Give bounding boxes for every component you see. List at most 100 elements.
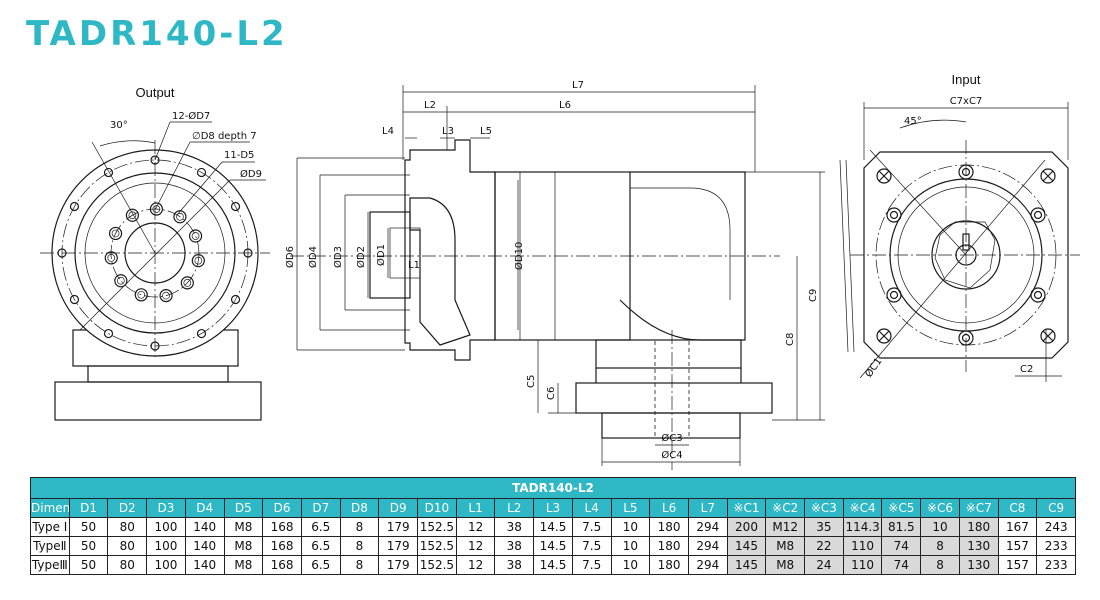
table-header-cell: ※C1 (726, 498, 767, 518)
table-header-cell: D1 (68, 498, 109, 518)
table-header-cell: C9 (1036, 498, 1076, 518)
table-cell: 152.5 (417, 536, 457, 556)
table-cell: 179 (378, 555, 419, 575)
table-cell: M8 (223, 555, 264, 575)
d9-label: ØD9 (240, 168, 262, 180)
bolt-hole (886, 287, 902, 303)
input-bolt-holes (886, 164, 1046, 346)
table-header-cell: D7 (300, 498, 341, 518)
row-type-label: TypeⅢ (30, 555, 70, 575)
output-threaded-holes (104, 202, 205, 303)
table-cell: 38 (494, 536, 535, 556)
spec-table: TADR140-L2 DimensionD1D2D3D4D5D6D7D8D9D1… (30, 477, 1076, 575)
table-cell: 10 (920, 517, 960, 537)
table-cell: 7.5 (571, 517, 612, 537)
table-cell: 100 (146, 536, 186, 556)
table-header-row: DimensionD1D2D3D4D5D6D7D8D9D10L1L2L3L4L5… (30, 498, 1076, 518)
bolt-hole (196, 167, 207, 178)
table-header-cell: D3 (146, 498, 186, 518)
bolt-hole (103, 328, 114, 339)
l1-label: L1 (408, 260, 420, 271)
table-header-cell: Dimension (30, 498, 70, 518)
corner-hole (1040, 168, 1056, 184)
table-cell: 80 (107, 517, 148, 537)
table-cell: 179 (378, 517, 419, 537)
table-header-cell: ※C3 (804, 498, 844, 518)
table-cell: M8 (765, 555, 806, 575)
table-header-cell: L4 (571, 498, 612, 518)
table-cell: 294 (687, 536, 728, 556)
table-cell: 12 (455, 555, 496, 575)
bolt-hole (886, 207, 902, 223)
input-square-flange (863, 151, 1069, 359)
table-cell: 168 (262, 536, 302, 556)
table-cell: 8 (339, 517, 380, 537)
table-cell: 110 (842, 555, 883, 575)
table-cell: 130 (958, 555, 999, 575)
row-type-label: Type Ⅰ (30, 517, 70, 537)
angle-45-label: 45° (904, 116, 922, 127)
table-cell: 6.5 (300, 536, 341, 556)
table-cell: 8 (920, 555, 960, 575)
table-header-cell: L2 (494, 498, 535, 518)
corner-hole (876, 168, 892, 184)
threaded-hole (134, 288, 148, 302)
threaded-hole (180, 276, 194, 290)
table-cell: 7.5 (571, 555, 612, 575)
c6-label: C6 (546, 387, 557, 400)
table-cell: 50 (68, 555, 109, 575)
table-header-cell: D4 (184, 498, 225, 518)
bolt-hole (230, 201, 241, 212)
table-cell: 8 (339, 536, 380, 556)
table-cell: M8 (223, 536, 264, 556)
table-cell: 6.5 (300, 517, 341, 537)
bolt-hole (958, 330, 974, 346)
threaded-hole (104, 251, 118, 265)
d7-label: 12-ØD7 (172, 110, 210, 122)
table-cell: 130 (958, 536, 999, 556)
table-cell: 38 (494, 517, 535, 537)
table-cell: 180 (649, 555, 689, 575)
d1-label: ØD1 (375, 244, 387, 266)
table-cell: 100 (146, 517, 186, 537)
table-header-cell: D9 (378, 498, 419, 518)
table-cell: M8 (765, 536, 806, 556)
table-cell: 200 (726, 517, 767, 537)
d5-label: 11-D5 (224, 150, 254, 161)
table-cell: 81.5 (881, 517, 922, 537)
table-cell: 80 (107, 536, 148, 556)
bolt-hole (196, 328, 207, 339)
table-cell: 157 (997, 536, 1038, 556)
table-header-cell: L1 (455, 498, 496, 518)
table-header-cell: L3 (533, 498, 573, 518)
table-cell: 100 (146, 555, 186, 575)
bolt-hole (230, 294, 241, 305)
l2-label: L2 (424, 100, 436, 111)
c5-label: C5 (526, 375, 537, 388)
bolt-hole (69, 201, 80, 212)
table-cell: 168 (262, 555, 302, 575)
corner-hole (1040, 328, 1056, 344)
table-header-cell: ※C6 (920, 498, 960, 518)
c4-label: ØC4 (661, 449, 682, 461)
table-header-cell: ※C4 (842, 498, 883, 518)
page-title: TADR140-L2 (26, 14, 288, 54)
bolt-hole (243, 248, 253, 258)
table-header-cell: C8 (997, 498, 1038, 518)
table-cell: 12 (455, 536, 496, 556)
table-cell: 74 (881, 555, 922, 575)
table-caption: TADR140-L2 (30, 477, 1076, 499)
d4-label: ØD4 (307, 246, 319, 268)
c3-label: ØC3 (661, 432, 682, 444)
table-header-cell: D10 (417, 498, 457, 518)
table-cell: 140 (184, 555, 225, 575)
d10-label: ØD10 (513, 242, 525, 270)
table-cell: 110 (842, 536, 883, 556)
threaded-hole (188, 229, 203, 243)
d3-label: ØD3 (332, 246, 344, 268)
threaded-hole (159, 288, 173, 303)
c1-label: ØC1 (863, 355, 885, 379)
table-cell: 14.5 (533, 517, 573, 537)
